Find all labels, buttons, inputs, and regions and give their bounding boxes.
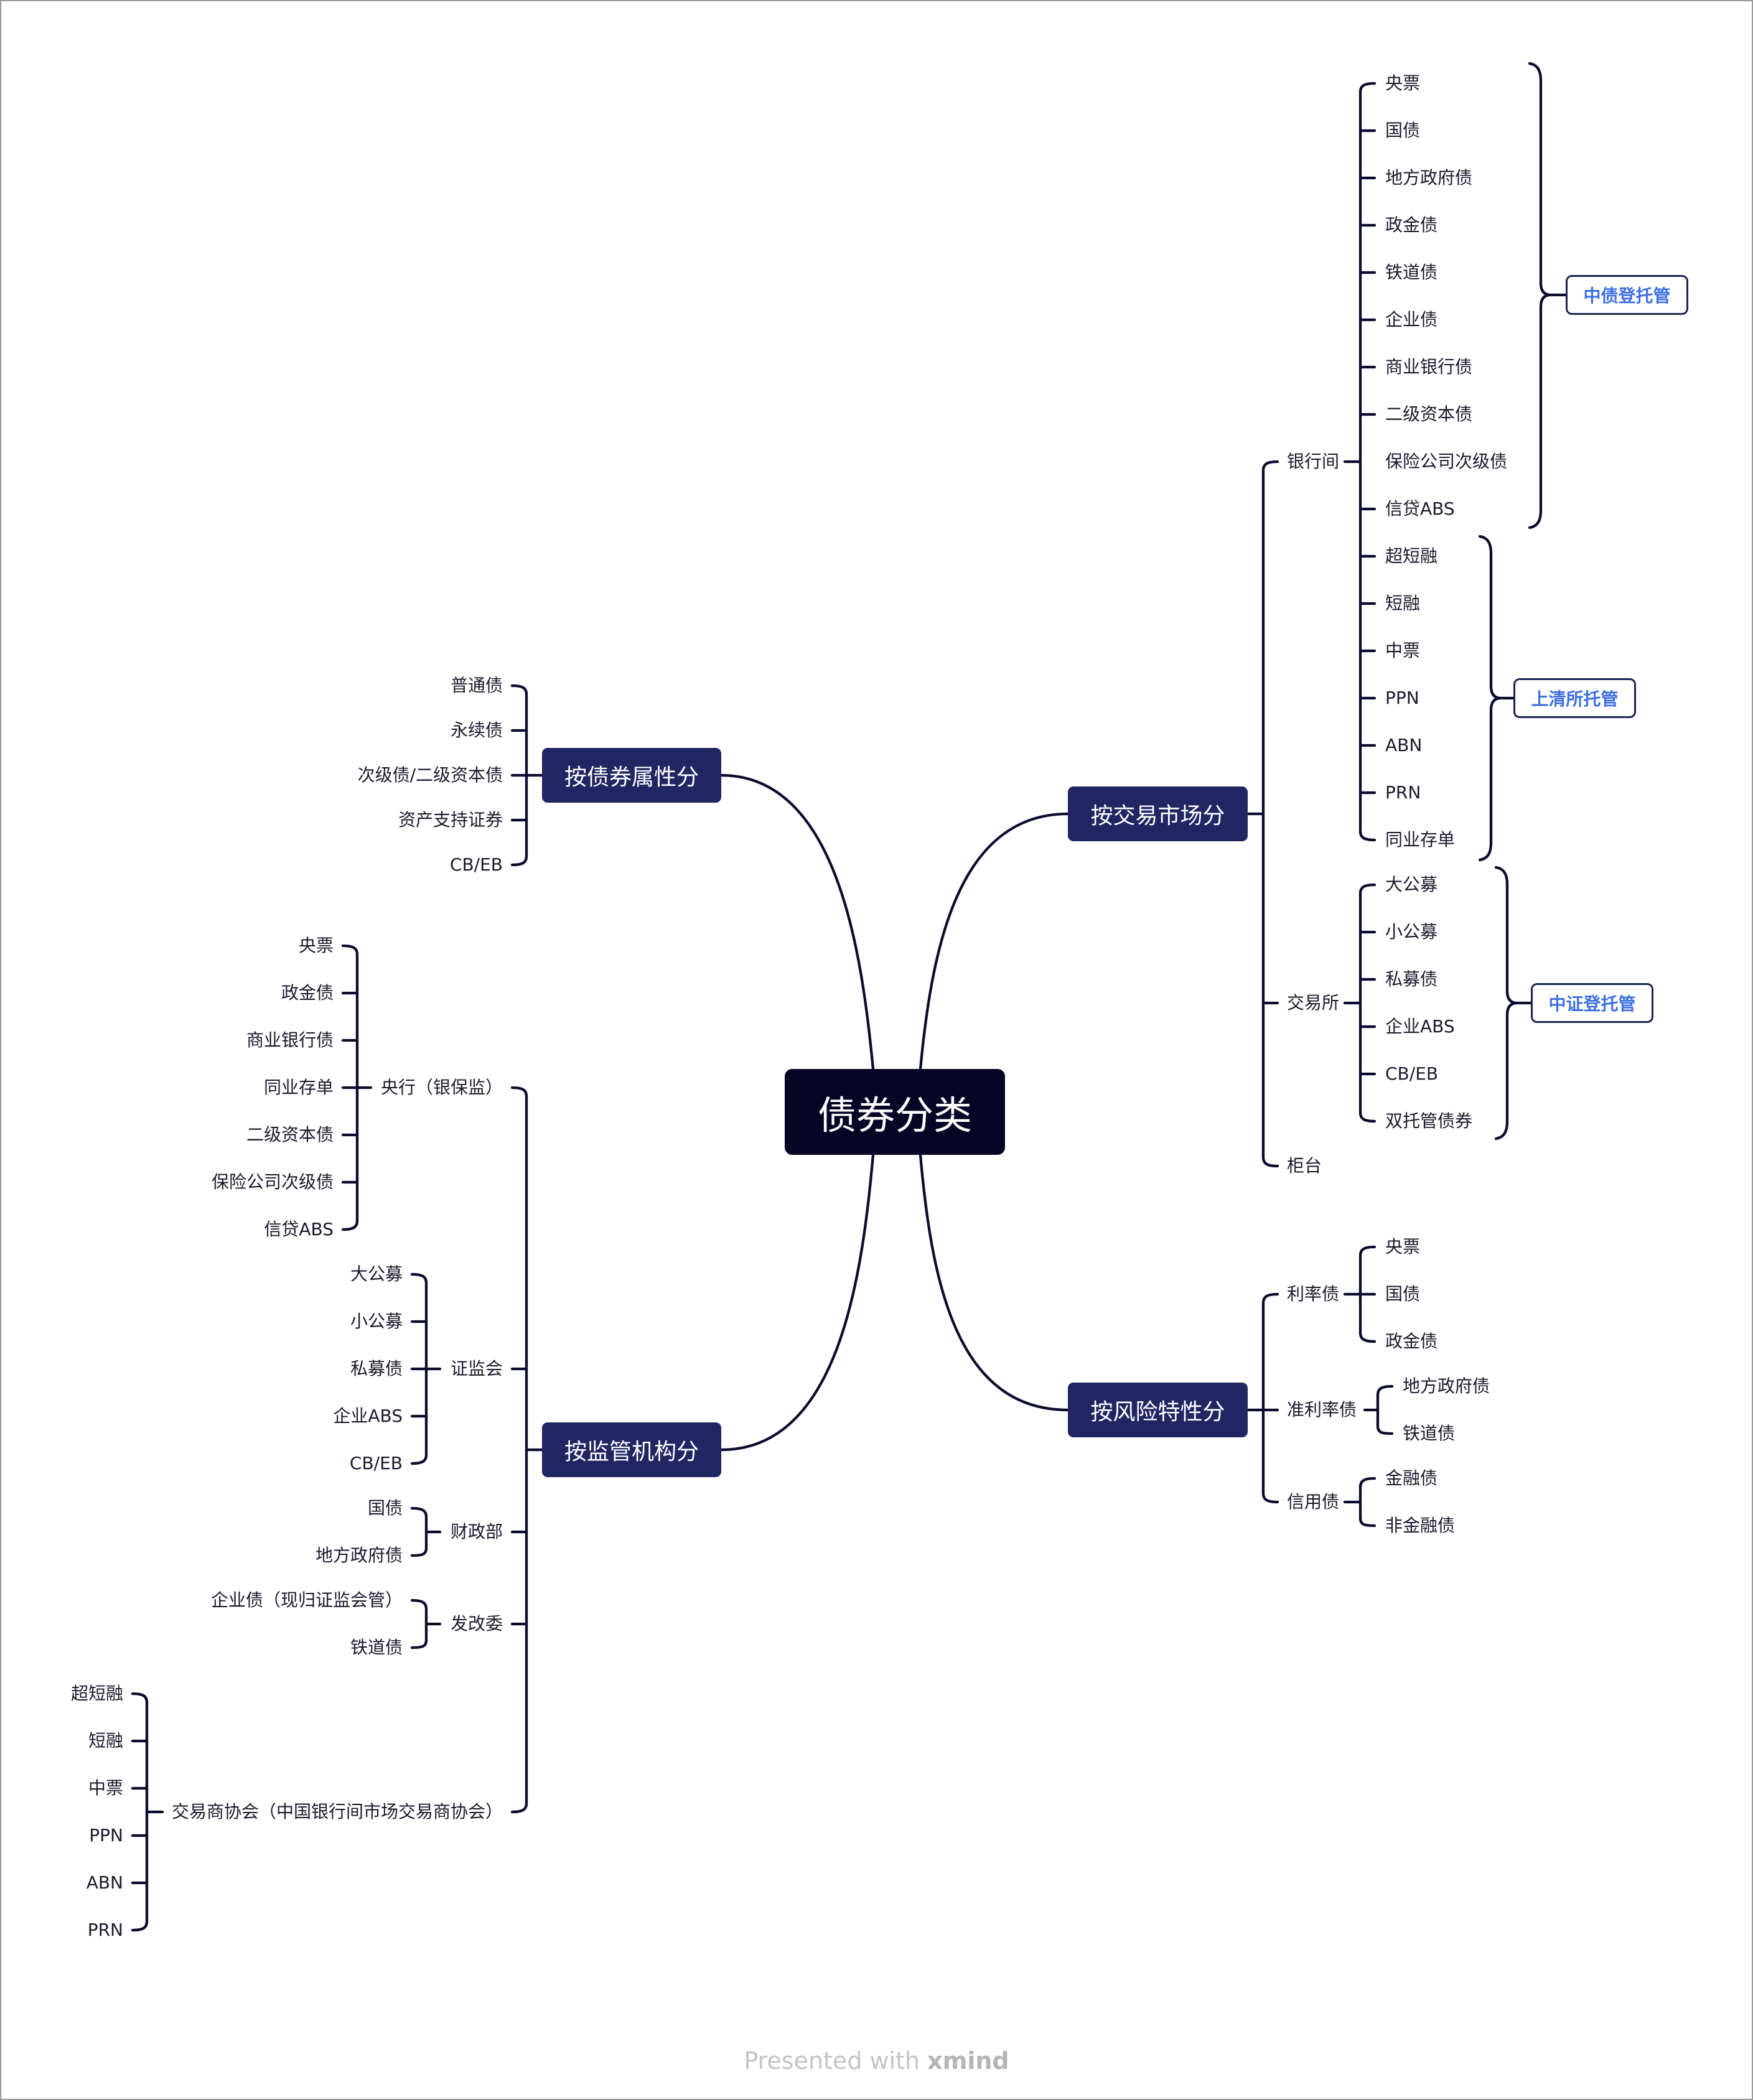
market-item[interactable]: 保险公司次级债	[1385, 451, 1508, 472]
attr-item[interactable]: 普通债	[450, 675, 503, 696]
regulator-item[interactable]: 大公募	[350, 1264, 403, 1284]
market-group[interactable]: 交易所	[1287, 992, 1340, 1013]
regulator-item[interactable]: 信贷ABS	[264, 1219, 334, 1239]
topic-market[interactable]: 按交易市场分	[1068, 786, 1248, 841]
watermark: Presented with xmind	[622, 2047, 1131, 2074]
regulator-group[interactable]: 证监会	[450, 1358, 503, 1379]
watermark-prefix: Presented with	[744, 2047, 920, 2074]
market-item[interactable]: 铁道债	[1385, 262, 1438, 282]
regulator-item[interactable]: 保险公司次级债	[211, 1172, 334, 1192]
market-item[interactable]: 大公募	[1385, 874, 1438, 895]
summary-label[interactable]: 上清所托管	[1513, 678, 1636, 718]
market-item[interactable]: 短融	[1385, 593, 1421, 614]
risk-group[interactable]: 准利率债	[1287, 1399, 1357, 1420]
regulator-item[interactable]: 中票	[88, 1778, 123, 1798]
market-item[interactable]: 中票	[1385, 640, 1421, 661]
regulator-item[interactable]: 企业债（现归证监会管）	[210, 1590, 403, 1610]
regulator-item[interactable]: 超短融	[70, 1683, 123, 1704]
link-central-risk	[919, 1153, 1070, 1412]
market-item[interactable]: 小公募	[1385, 922, 1438, 942]
risk-item[interactable]: 国债	[1385, 1284, 1421, 1304]
regulator-group[interactable]: 央行（银保监）	[380, 1077, 503, 1098]
risk-item[interactable]: 央票	[1385, 1236, 1421, 1257]
market-item[interactable]: 私募债	[1385, 969, 1438, 989]
regulator-item[interactable]: 地方政府债	[315, 1545, 403, 1566]
topic-risk[interactable]: 按风险特性分	[1068, 1383, 1248, 1437]
regulator-item[interactable]: 企业ABS	[333, 1406, 403, 1426]
market-group[interactable]: 银行间	[1287, 451, 1340, 472]
regulator-group[interactable]: 财政部	[450, 1521, 503, 1542]
link-central-regulator	[719, 1153, 875, 1452]
market-item[interactable]: 企业债	[1385, 309, 1438, 330]
market-item[interactable]: 国债	[1385, 120, 1421, 141]
regulator-item[interactable]: 私募债	[350, 1358, 403, 1379]
xmind-logo-text: xmind	[927, 2047, 1009, 2074]
regulator-item[interactable]: 同业存单	[263, 1077, 334, 1098]
regulator-item[interactable]: CB/EB	[349, 1453, 403, 1473]
attr-item[interactable]: CB/EB	[449, 854, 503, 875]
regulator-item[interactable]: PRN	[87, 1920, 123, 1940]
market-item[interactable]: CB/EB	[1385, 1063, 1439, 1084]
regulator-item[interactable]: 短融	[88, 1730, 123, 1751]
market-item[interactable]: ABN	[1385, 735, 1423, 755]
regulator-group[interactable]: 交易商协会（中国银行间市场交易商协会）	[171, 1801, 503, 1822]
risk-item[interactable]: 地方政府债	[1403, 1376, 1490, 1396]
link-central-market	[919, 812, 1070, 1071]
regulator-item[interactable]: 政金债	[281, 982, 334, 1003]
regulator-item[interactable]: 小公募	[350, 1311, 403, 1332]
market-item[interactable]: 同业存单	[1385, 829, 1456, 850]
market-item[interactable]: 超短融	[1385, 546, 1438, 566]
market-group[interactable]: 柜台	[1287, 1155, 1322, 1176]
market-item[interactable]: 地方政府债	[1385, 167, 1473, 188]
risk-item[interactable]: 铁道债	[1403, 1423, 1456, 1444]
regulator-item[interactable]: 央票	[298, 935, 334, 956]
market-item[interactable]: 二级资本债	[1385, 404, 1473, 424]
regulator-item[interactable]: 二级资本债	[246, 1124, 334, 1145]
regulator-item[interactable]: 铁道债	[350, 1637, 403, 1658]
topic-regulator[interactable]: 按监管机构分	[542, 1422, 721, 1477]
regulator-item[interactable]: PPN	[89, 1825, 123, 1846]
risk-group[interactable]: 利率债	[1287, 1284, 1340, 1304]
attr-item[interactable]: 次级债/二级资本债	[357, 765, 503, 785]
summary-label[interactable]: 中证登托管	[1531, 983, 1653, 1023]
risk-item[interactable]: 非金融债	[1385, 1515, 1456, 1536]
regulator-group[interactable]: 发改委	[450, 1613, 503, 1634]
attr-item[interactable]: 资产支持证券	[398, 810, 503, 830]
market-item[interactable]: 双托管债券	[1385, 1111, 1473, 1131]
market-item[interactable]: 企业ABS	[1385, 1016, 1455, 1037]
market-item[interactable]: PRN	[1385, 782, 1421, 803]
summary-label[interactable]: 中债登托管	[1566, 275, 1688, 315]
risk-group[interactable]: 信用债	[1287, 1491, 1340, 1512]
regulator-item[interactable]: 商业银行债	[246, 1030, 334, 1050]
central-topic[interactable]: 债券分类	[785, 1069, 1005, 1155]
market-item[interactable]: 政金债	[1385, 215, 1438, 235]
risk-item[interactable]: 政金债	[1385, 1331, 1438, 1351]
market-item[interactable]: PPN	[1385, 688, 1419, 708]
attr-item[interactable]: 永续债	[450, 720, 503, 740]
regulator-item[interactable]: 国债	[367, 1498, 403, 1518]
link-central-attr	[719, 773, 875, 1071]
market-item[interactable]: 信贷ABS	[1385, 498, 1455, 519]
topic-attr[interactable]: 按债券属性分	[542, 748, 721, 803]
regulator-item[interactable]: ABN	[86, 1872, 123, 1893]
market-item[interactable]: 商业银行债	[1385, 357, 1473, 377]
market-item[interactable]: 央票	[1385, 73, 1421, 93]
risk-item[interactable]: 金融债	[1385, 1468, 1438, 1488]
